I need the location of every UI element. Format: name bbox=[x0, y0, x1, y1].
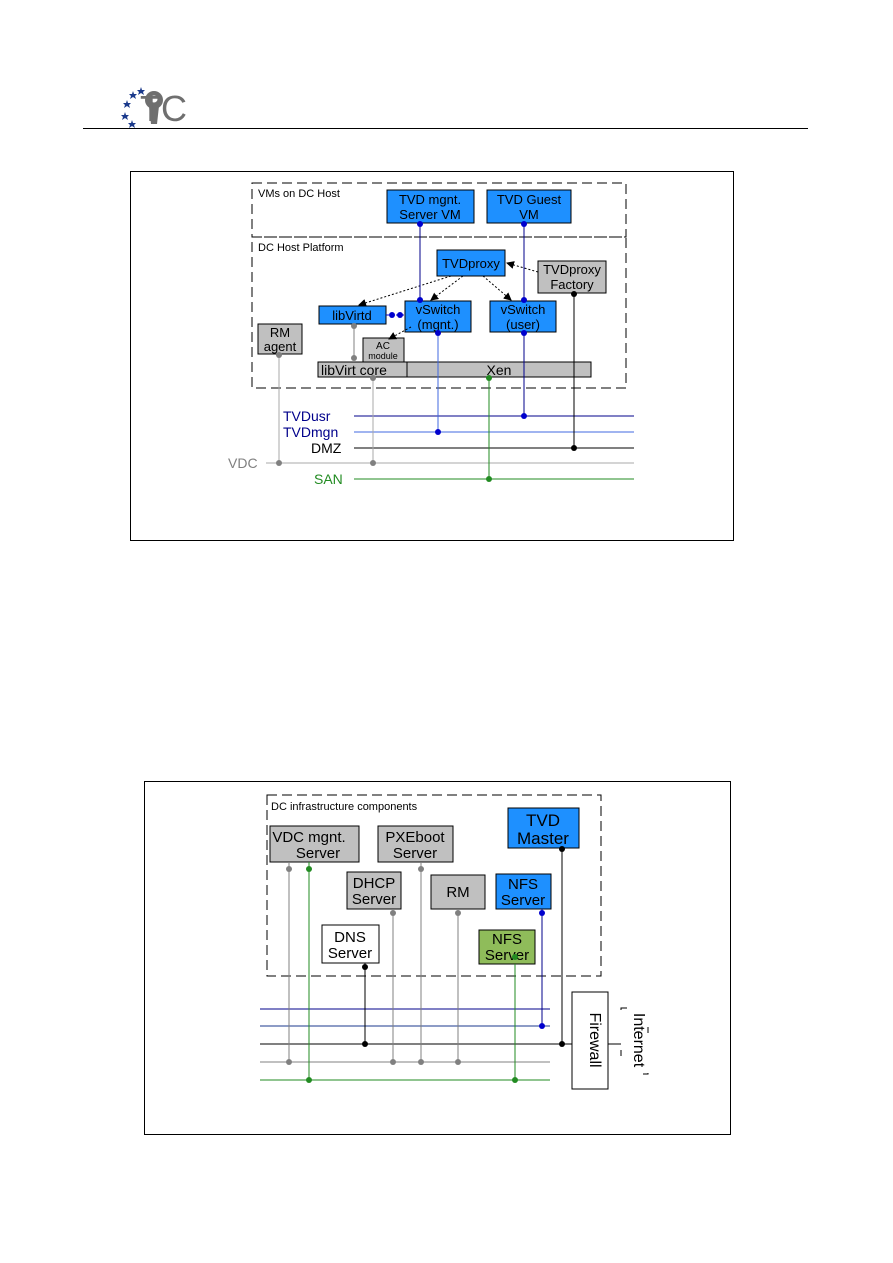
star-icon bbox=[137, 87, 145, 95]
pxeboot-line2: Server bbox=[393, 845, 437, 862]
internet-label: Internet bbox=[630, 1013, 647, 1068]
vdc-mgnt-line1: VDC mgnt. bbox=[272, 829, 345, 846]
star-icon bbox=[123, 100, 131, 108]
pxeboot-line1: PXEboot bbox=[385, 829, 445, 846]
firewall-box bbox=[571, 991, 609, 1090]
tvdproxy-box bbox=[436, 249, 506, 277]
region-platform bbox=[251, 236, 627, 389]
dhcp-line1: DHCP bbox=[353, 875, 396, 892]
nfs-green-line2: Server bbox=[485, 947, 529, 964]
tvd-mgnt-vm-line1: TVD mgnt. bbox=[399, 192, 461, 207]
libvirtd-label: libVirtd bbox=[332, 308, 372, 323]
star-icon bbox=[129, 91, 137, 99]
dhcp-box bbox=[346, 871, 402, 910]
nfs-blue-line1: NFS bbox=[508, 876, 538, 893]
region-infra bbox=[266, 794, 602, 977]
dc-infra-diagram: DC infrastructure components VDC mgnt. S… bbox=[260, 794, 649, 1090]
tvd-master-line1: TVD bbox=[526, 811, 560, 830]
xen-label: Xen bbox=[487, 362, 512, 378]
vdc-mgnt-line2: Server bbox=[296, 845, 340, 862]
net-san-label: SAN bbox=[314, 471, 343, 487]
rm-agent-line2: agent bbox=[264, 339, 297, 354]
dhcp-line2: Server bbox=[352, 891, 396, 908]
net-vdc-label: VDC bbox=[228, 455, 258, 471]
tvdproxy-factory-line2: Factory bbox=[550, 277, 594, 292]
rm-agent-line1: RM bbox=[270, 325, 290, 340]
figure-dc-host: VMs on DC Host DC Host Platform TVD mgnt… bbox=[130, 171, 734, 541]
region-infra-label: DC infrastructure components bbox=[271, 801, 418, 813]
tvd-guest-vm-line1: TVD Guest bbox=[497, 192, 562, 207]
tvdproxy-label: TVDproxy bbox=[442, 256, 500, 271]
star-icon bbox=[121, 112, 129, 120]
nfs-green-line1: NFS bbox=[492, 931, 522, 948]
tvd-master-box bbox=[507, 807, 580, 849]
dc-host-diagram: VMs on DC Host DC Host Platform TVD mgnt… bbox=[228, 182, 634, 487]
vswitch-mgnt-line2: (mgnt.) bbox=[417, 317, 458, 332]
dns-line2: Server bbox=[328, 945, 372, 962]
tvd-mgnt-vm-box bbox=[386, 189, 475, 224]
xen-bar bbox=[406, 361, 592, 378]
ac-module-line2: module bbox=[368, 351, 398, 361]
ac-module-line1: AC bbox=[376, 341, 390, 352]
nfs-green-box bbox=[478, 929, 536, 965]
header-rule bbox=[83, 128, 808, 129]
pxeboot-box bbox=[377, 825, 454, 863]
vswitch-mgnt-line1: vSwitch bbox=[416, 302, 461, 317]
vswitch-user-box bbox=[489, 300, 557, 333]
tvd-master-line2: Master bbox=[517, 829, 569, 848]
nfs-blue-line2: Server bbox=[501, 892, 545, 909]
dns-box bbox=[321, 924, 380, 964]
libvirt-core-label: libVirt core bbox=[321, 362, 387, 378]
vswitch-mgnt-box bbox=[404, 300, 472, 333]
vswitch-user-line2: (user) bbox=[506, 317, 540, 332]
region-vms-label: VMs on DC Host bbox=[258, 188, 340, 200]
net-dmz-label: DMZ bbox=[311, 440, 342, 456]
vdc-mgnt-box bbox=[269, 825, 360, 863]
ac-module-box bbox=[362, 337, 405, 363]
net-tvdmgn-label: TVDmgn bbox=[283, 424, 338, 440]
region-platform-label: DC Host Platform bbox=[258, 242, 344, 254]
tvd-guest-vm-line2: VM bbox=[519, 207, 539, 222]
logo-text: TC bbox=[140, 88, 187, 129]
tvd-guest-vm-box bbox=[486, 189, 572, 224]
dns-line1: DNS bbox=[334, 929, 366, 946]
nfs-blue-box bbox=[495, 873, 552, 910]
logo-icon bbox=[121, 87, 163, 128]
rm-label: RM bbox=[446, 884, 469, 901]
tvdproxy-factory-line1: TVDproxy bbox=[543, 262, 601, 277]
figure-dc-infrastructure: DC infrastructure components VDC mgnt. S… bbox=[144, 781, 731, 1135]
rm-box bbox=[430, 874, 486, 910]
vswitch-user-line1: vSwitch bbox=[501, 302, 546, 317]
star-icon bbox=[128, 120, 136, 128]
firewall-label: Firewall bbox=[586, 1012, 603, 1067]
tvd-mgnt-vm-line2: Server VM bbox=[399, 207, 460, 222]
net-tvdusr-label: TVDusr bbox=[283, 408, 331, 424]
